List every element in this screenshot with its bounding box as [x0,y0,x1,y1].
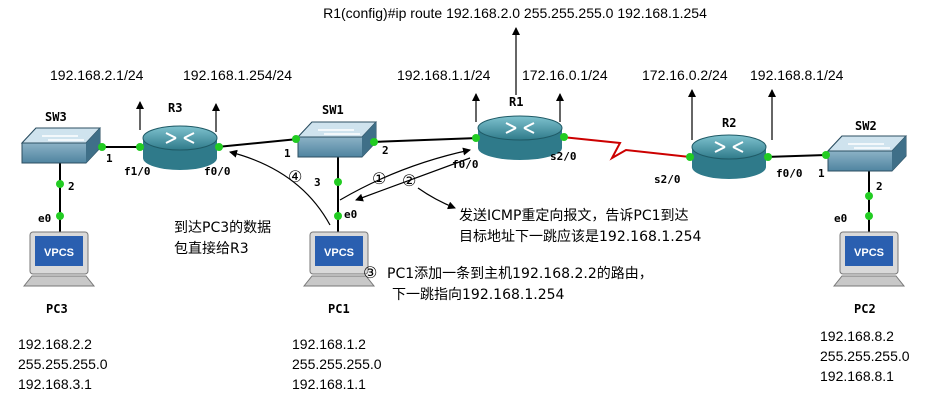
pc3-ip: 192.168.2.2 [18,336,92,352]
port-dots [56,133,873,220]
link-sw1-r1 [371,137,479,143]
route-command: R1(config)#ip route 192.168.2.0 255.255.… [323,5,707,21]
pc2-mask: 255.255.255.0 [820,348,910,364]
router-r2[interactable] [691,134,767,179]
iface-pc2-e0: e0 [834,212,847,225]
device-label-pc3: PC3 [46,302,68,316]
switch-sw2[interactable] [826,135,908,172]
device-label-r1: R1 [509,95,523,109]
pc2-config: 192.168.8.2 255.255.255.0 192.168.8.1 [820,328,910,384]
arrow-pc1-to-r3 [229,149,331,226]
link-r3-sw1 [216,138,299,148]
pc3-note-line1: 到达PC3的数据 [174,220,271,236]
iface-sw1-1: 1 [284,147,291,160]
pc2-gateway: 192.168.8.1 [820,368,894,384]
pc1-note-line1: PC1添加一条到主机192.168.2.2的路由， [387,265,653,282]
router-r1[interactable] [477,115,563,160]
icmp-note-line1: 发送ICMP重定向报文，告诉PC1到达 [459,208,689,224]
router-r3[interactable] [142,125,218,170]
device-label-pc1: PC1 [328,302,350,316]
icmp-note-line2: 目标地址下一跳应该是192.168.1.254 [459,228,702,245]
device-label-sw2: SW2 [855,119,877,133]
iface-sw2-2: 2 [876,180,883,193]
pc1-ip: 192.168.1.2 [292,336,366,352]
iface-sw3-2: 2 [68,180,75,193]
iface-r2-f00: f0/0 [776,167,803,180]
links [59,136,870,232]
vpcs-label: VPCS [854,247,884,259]
ip-r1-f00: 192.168.1.1/24 [397,67,491,83]
step-4-marker: ④ [288,167,302,186]
ip-r3-f00: 192.168.1.254/24 [183,67,292,83]
device-label-pc2: PC2 [854,302,876,316]
iface-sw1-2: 2 [382,144,389,157]
pc1-gateway: 192.168.1.1 [292,376,366,392]
pc3-config: 192.168.2.2 255.255.255.0 192.168.3.1 [18,336,108,392]
ip-r3-f10: 192.168.2.1/24 [50,67,144,83]
pc3-note-line2: 包直接给R3 [174,240,249,257]
switch-sw1[interactable] [296,121,378,158]
iface-pc3-e0: e0 [38,212,51,225]
iface-r3-f10: f1/0 [124,165,151,178]
link-r2-sw2 [764,154,827,158]
pc3-gateway: 192.168.3.1 [18,376,92,392]
pc-pc1[interactable]: VPCS [302,231,376,287]
step-1-marker: ① [372,169,386,188]
device-label-r3: R3 [168,101,182,115]
iface-r2-s20: s2/0 [654,173,681,186]
arrow-pc1-to-r1 [339,147,471,201]
link-r1-r2-serial [561,136,691,161]
pc2-ip: 192.168.8.2 [820,328,894,344]
pc1-note-line2: 下一跳指向192.168.1.254 [392,287,565,303]
ip-r1-s20: 172.16.0.1/24 [522,67,608,83]
ip-r2-f00: 192.168.8.1/24 [750,67,844,83]
step-2-marker: ② [402,171,416,190]
iface-sw1-3: 3 [314,176,321,189]
iface-pc1-e0: e0 [344,208,357,221]
arrow-to-icmp-note [417,187,456,210]
pc1-mask: 255.255.255.0 [292,356,382,372]
ip-r2-s20: 172.16.0.2/24 [642,67,728,83]
pc-pc3[interactable]: VPCS [22,231,96,287]
iface-sw2-1: 1 [818,167,825,180]
device-label-sw3: SW3 [45,110,67,124]
vpcs-label: VPCS [324,247,354,259]
iface-r1-s20: s2/0 [550,150,577,163]
arrow-r1-to-pc1 [355,157,471,202]
ip-arrows [136,27,776,140]
flow-arrows [229,147,471,226]
iface-sw3-1: 1 [106,152,113,165]
pc3-mask: 255.255.255.0 [18,356,108,372]
step-3-marker: ③ [363,263,377,282]
vpcs-label: VPCS [44,247,74,259]
pc1-config: 192.168.1.2 255.255.255.0 192.168.1.1 [292,336,382,392]
iface-r3-f00: f0/0 [204,165,231,178]
device-label-sw1: SW1 [322,103,344,117]
iface-r1-f00: f0/0 [452,158,479,171]
switch-sw3[interactable] [20,127,102,164]
pc-pc2[interactable]: VPCS [832,231,906,287]
device-label-r2: R2 [722,116,736,130]
